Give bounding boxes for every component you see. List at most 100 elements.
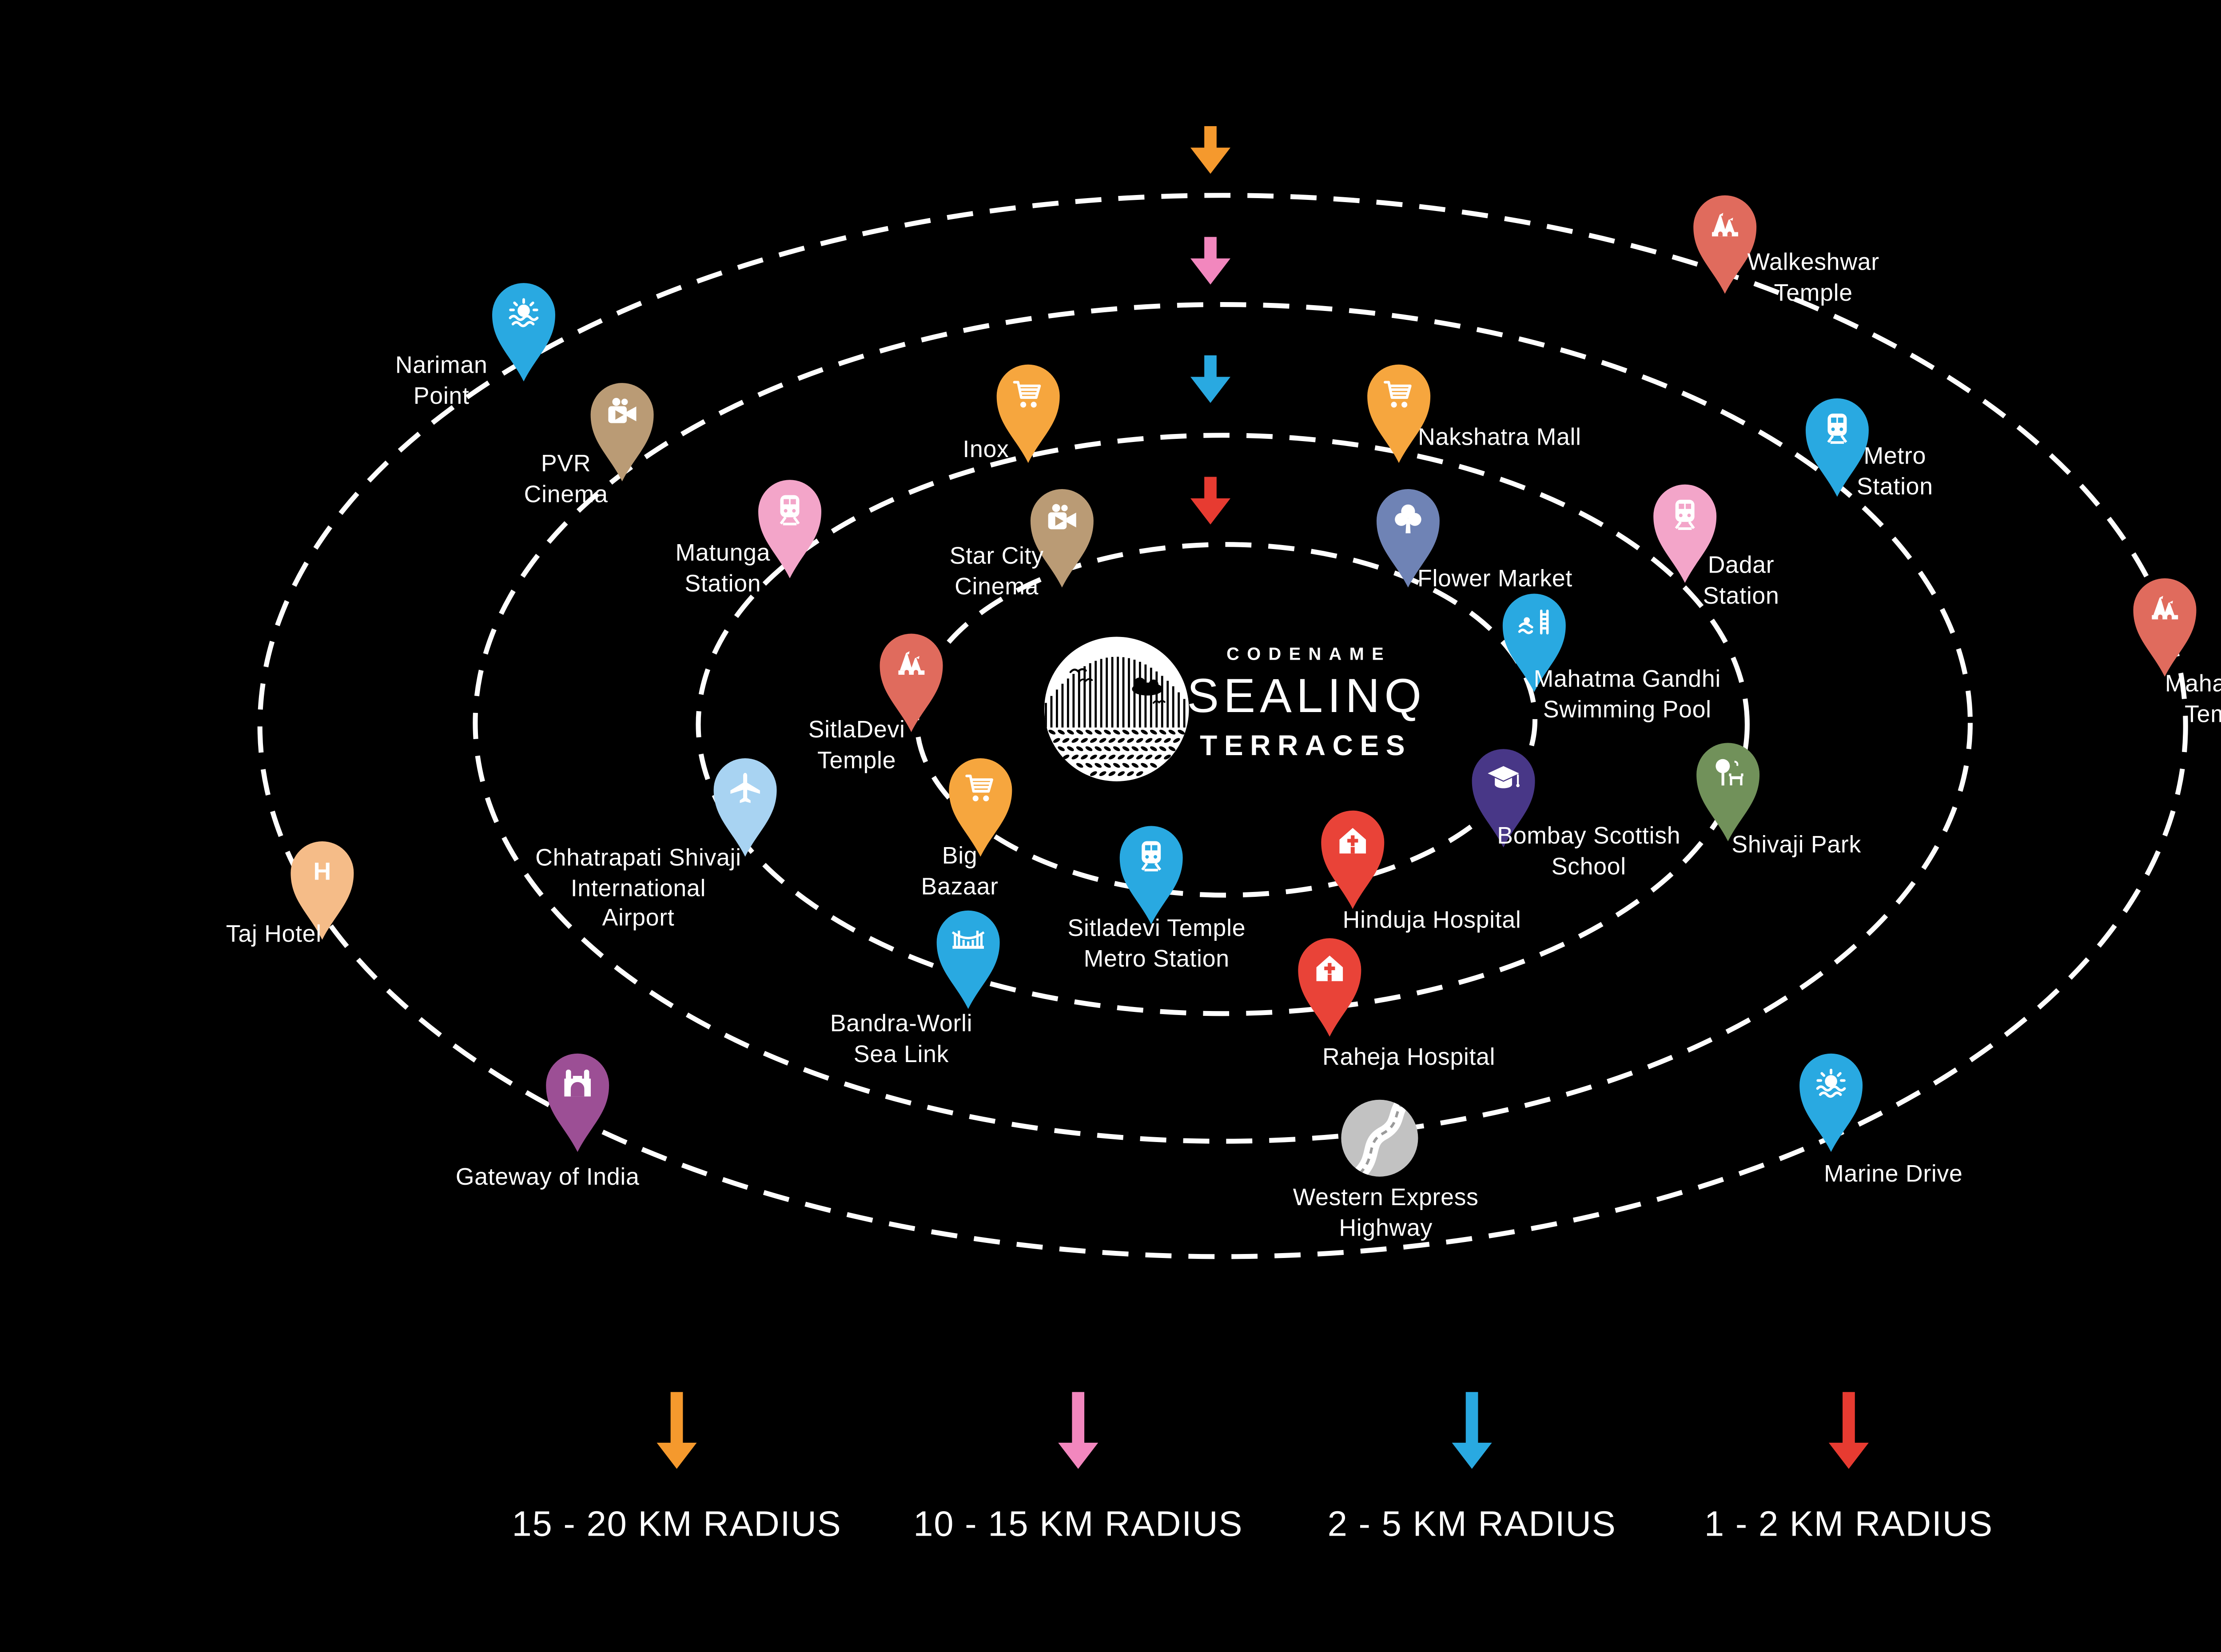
legend-2-5km-arrow-icon bbox=[1452, 1392, 1492, 1469]
swim-icon bbox=[1517, 609, 1548, 635]
cart-pin bbox=[1366, 364, 1430, 463]
gateway-icon bbox=[563, 1069, 590, 1097]
logo-codename-text: CODENAME bbox=[1226, 646, 1391, 665]
map-pin-marine-drive bbox=[1795, 1047, 1865, 1160]
legend-1-2km-arrow bbox=[1828, 1392, 1869, 1477]
letter-h-icon: H bbox=[313, 858, 330, 885]
map-pin-sitladevi-temple-metro-station bbox=[1116, 820, 1185, 932]
map-pin-nakshatra-mall bbox=[1364, 358, 1433, 471]
logo-project-name: SEALINQ bbox=[1187, 669, 1426, 723]
ring-2-5km bbox=[696, 433, 1750, 1016]
map-pin-bombay-scottish-school bbox=[1468, 743, 1537, 855]
train-pin bbox=[1652, 484, 1716, 583]
park-icon bbox=[1715, 759, 1743, 786]
bridge-icon bbox=[951, 931, 984, 949]
tree-icon bbox=[1394, 504, 1421, 533]
legend-15-20km-arrow-icon bbox=[657, 1392, 697, 1469]
pin-label-marine-drive: Marine Drive bbox=[1824, 1162, 1963, 1188]
map-pin-big-bazaar bbox=[945, 752, 1015, 864]
arrow-2-5km bbox=[1190, 355, 1230, 411]
map-pin-inox bbox=[993, 358, 1062, 471]
pin-label-raheja-hospital: Raheja Hospital bbox=[1322, 1044, 1496, 1071]
pin-label-gateway-of-india: Gateway of India bbox=[455, 1164, 640, 1191]
pin-label-matunga-station: Matunga Station bbox=[675, 541, 771, 597]
sea-icon bbox=[1815, 1068, 1845, 1098]
train-pin bbox=[1805, 398, 1868, 497]
pin-label-nariman-point: Nariman Point bbox=[395, 353, 488, 410]
cart-pin bbox=[948, 758, 1011, 857]
highway-road-icon bbox=[1341, 1099, 1418, 1177]
arrow-2-5km-icon bbox=[1190, 355, 1230, 403]
plane-pin bbox=[712, 758, 776, 857]
cart-pin bbox=[995, 364, 1059, 463]
arrow-15-20km bbox=[1190, 126, 1230, 182]
temple-pin bbox=[2132, 578, 2196, 677]
cart-icon bbox=[964, 774, 993, 801]
arrow-10-15km bbox=[1190, 237, 1230, 292]
map-pin-star-city-cinema bbox=[1027, 483, 1096, 595]
map-pin-mahalaxmi-temple bbox=[2129, 572, 2199, 685]
pin-label-walkeshwar-temple: Walkeshwar Temple bbox=[1747, 250, 1879, 307]
map-pin-raheja-hospital bbox=[1294, 932, 1364, 1044]
train-icon bbox=[1674, 499, 1694, 530]
pin-label-flower-market: Flower Market bbox=[1417, 566, 1573, 593]
sea-pin bbox=[1799, 1053, 1862, 1152]
pin-label-sitladevi-temple: SitlaDevi Temple bbox=[808, 717, 905, 774]
video-pin bbox=[589, 383, 653, 482]
map-pin-western-express-highway bbox=[1340, 1098, 1420, 1186]
train-icon bbox=[1826, 414, 1847, 444]
map-pin-sitladevi-temple bbox=[876, 628, 945, 740]
hospital-pin bbox=[1297, 938, 1361, 1037]
map-pin-dadar-station bbox=[1650, 478, 1719, 591]
tree-pin bbox=[1376, 489, 1439, 588]
pin-label-shivaji-park: Shivaji Park bbox=[1731, 832, 1862, 859]
legend-2-5km-label: 2 - 5 KM RADIUS bbox=[1327, 1503, 1616, 1544]
pin-label-bombay-scottish-school: Bombay Scottish School bbox=[1497, 824, 1681, 880]
hospital-icon bbox=[1315, 955, 1342, 981]
train-pin bbox=[757, 480, 821, 578]
map-pin-chhatrapati-shivaji-airport bbox=[710, 752, 779, 864]
hospital-pin bbox=[1320, 810, 1384, 909]
pin-label-pvr-cinema: PVR Cinema bbox=[524, 451, 608, 508]
temple-pin bbox=[1692, 195, 1756, 294]
hospital-icon bbox=[1338, 828, 1365, 854]
map-pin-gateway-of-india bbox=[542, 1047, 612, 1160]
project-logo-text: CODENAME SEALINQ TERRACES bbox=[1163, 646, 1455, 763]
swim-pin bbox=[1502, 593, 1565, 693]
letter-h-pin: H bbox=[290, 841, 353, 940]
map-pin-hinduja-hospital bbox=[1317, 804, 1387, 917]
svg-text:H: H bbox=[313, 858, 330, 885]
train-icon bbox=[779, 495, 799, 525]
pin-label-star-city-cinema: Star City Cinema bbox=[949, 543, 1044, 600]
video-icon bbox=[1047, 504, 1075, 529]
pin-label-dadar-station: Dadar Station bbox=[1703, 553, 1779, 609]
map-pin-taj-hotel: H bbox=[287, 835, 356, 947]
train-icon bbox=[1140, 841, 1161, 872]
map-pin-mahatma-gandhi-swimming-pool bbox=[1499, 588, 1568, 700]
temple-pin bbox=[879, 633, 942, 732]
pin-label-mahalaxmi-temple: Mahalaxmi Temple bbox=[2165, 671, 2221, 728]
map-pin-bandra-worli-sea-link bbox=[933, 904, 1002, 1017]
bridge-pin bbox=[935, 910, 999, 1009]
pin-label-bandra-worli-sea-link: Bandra-Worli Sea Link bbox=[830, 1011, 973, 1067]
cart-icon bbox=[1012, 381, 1040, 408]
legend-10-15km-label: 10 - 15 KM RADIUS bbox=[913, 1503, 1243, 1544]
temple-icon bbox=[897, 651, 924, 675]
arrow-10-15km-icon bbox=[1190, 237, 1230, 285]
legend-15-20km-label: 15 - 20 KM RADIUS bbox=[512, 1503, 842, 1544]
ring-15-20km bbox=[257, 193, 2188, 1259]
arrow-15-20km-icon bbox=[1190, 126, 1230, 174]
map-pin-metro-station bbox=[1802, 392, 1871, 505]
pin-label-inox: Inox bbox=[963, 437, 1009, 464]
pin-label-sitladevi-temple-metro-station: Sitladevi Temple Metro Station bbox=[1067, 916, 1246, 972]
map-pin-walkeshwar-temple bbox=[1690, 189, 1759, 302]
pin-label-metro-station: Metro Station bbox=[1856, 443, 1933, 500]
sealinq-logo-mark-icon bbox=[1044, 637, 1189, 781]
arrow-1-2km bbox=[1190, 477, 1230, 532]
grad-icon bbox=[1487, 766, 1519, 788]
pin-label-big-bazaar: Big Bazaar bbox=[921, 844, 999, 900]
